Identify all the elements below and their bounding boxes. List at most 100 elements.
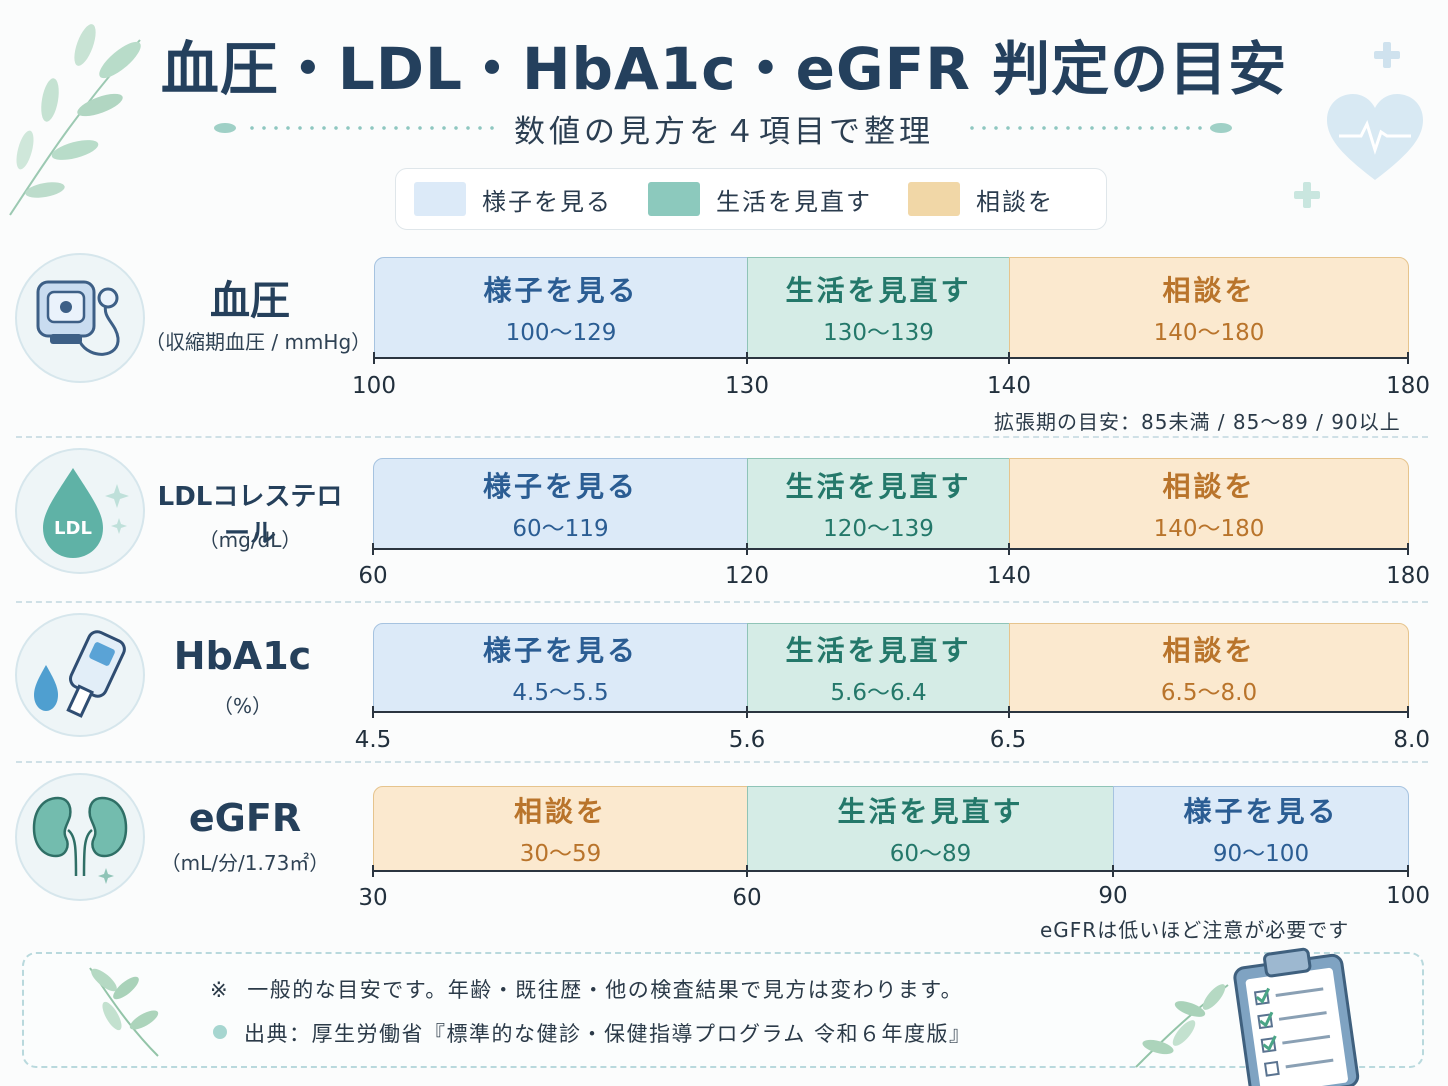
- segment-range: 6.5～8.0: [1160, 680, 1258, 706]
- tick-label: 90: [1098, 883, 1128, 909]
- tick-label: 140: [987, 563, 1031, 589]
- segment-range: 4.5～5.5: [512, 680, 609, 706]
- segment-label: 生活を見直す: [837, 795, 1024, 828]
- segment-range: 100～129: [505, 320, 617, 346]
- segment-range: 120～139: [823, 516, 934, 542]
- segment-consult: 相談を 140～180: [1009, 458, 1409, 550]
- axis-line: [373, 548, 1409, 550]
- row-name-ldl: LDLコレステロール: [157, 482, 343, 549]
- row-divider: [16, 761, 1428, 763]
- legend-swatch: [908, 182, 960, 216]
- row-divider: [16, 601, 1428, 603]
- row-unit-egfr: （mL/分/1.73㎡）: [160, 851, 330, 875]
- plus-icon: [1294, 182, 1320, 208]
- segment-label: 相談を: [1162, 470, 1256, 503]
- tick-label: 60: [358, 563, 388, 589]
- row-unit-ldl: （mg/dL）: [198, 528, 302, 552]
- subtitle-dots-left: [246, 126, 496, 130]
- axis-tick: [1112, 865, 1114, 877]
- segment-watch: 様子を見る 4.5～5.5: [373, 623, 748, 713]
- tick-label: 8.0: [1393, 727, 1430, 753]
- segment-range: 5.6～6.4: [830, 680, 927, 706]
- legend-label: 生活を見直す: [716, 187, 872, 216]
- footer-source: 出典：厚生労働省『標準的な健診・保健指導プログラム 令和６年度版』: [244, 1022, 972, 1046]
- tick-label: 100: [1386, 883, 1430, 909]
- tick-label: 180: [1386, 563, 1430, 589]
- legend-label: 様子を見る: [482, 187, 612, 216]
- bullet-dot: [213, 1025, 227, 1039]
- legend-swatch: [648, 182, 700, 216]
- segment-label: 様子を見る: [482, 634, 638, 667]
- segment-review: 生活を見直す 5.6～6.4: [747, 623, 1010, 713]
- segment-label: 相談を: [1162, 274, 1256, 307]
- segment-range: 140～180: [1153, 516, 1265, 542]
- diastolic-note: 拡張期の目安：85未満 / 85～89 / 90以上: [994, 410, 1401, 434]
- axis-tick: [1008, 352, 1010, 364]
- axis-tick: [372, 706, 374, 718]
- segment-review: 生活を見直す 60～89: [747, 786, 1114, 872]
- segment-watch: 様子を見る 90～100: [1113, 786, 1409, 872]
- note-text: 一般的な目安です。年齢・既往歴・他の検査結果で見方は変わります。: [247, 978, 964, 1002]
- tick-label: 140: [987, 373, 1031, 399]
- egfr-note: eGFRは低いほど注意が必要です: [1040, 918, 1350, 942]
- tick-label: 5.6: [728, 727, 766, 753]
- legend: 様子を見る 生活を見直す 相談を: [395, 168, 1107, 230]
- tick-label: 130: [725, 373, 769, 399]
- segment-label: 様子を見る: [482, 470, 638, 503]
- segment-label: 様子を見る: [483, 274, 639, 307]
- plus-icon: [1374, 42, 1400, 68]
- segment-label: 生活を見直す: [785, 634, 972, 667]
- row-name-blood-pressure: 血圧: [210, 278, 290, 324]
- clipboard-checklist-icon: [1233, 947, 1360, 1086]
- tick-label: 120: [725, 563, 769, 589]
- heart-pulse-icon: [1327, 94, 1423, 180]
- leaf-icon: [1210, 123, 1232, 133]
- axis-tick: [372, 865, 374, 877]
- axis-tick: [746, 706, 748, 718]
- segment-range: 60～119: [512, 516, 609, 542]
- axis-tick: [1407, 706, 1409, 718]
- note-mark: ※: [210, 978, 230, 1002]
- segment-review: 生活を見直す 130～139: [747, 257, 1010, 359]
- axis-tick: [1008, 706, 1010, 718]
- legend-label: 相談を: [976, 187, 1054, 216]
- axis-tick: [746, 543, 748, 555]
- tick-label: 30: [358, 885, 388, 911]
- row-unit-hba1c: （%）: [212, 694, 272, 718]
- segment-range: 60～89: [889, 841, 972, 867]
- axis-tick: [1407, 543, 1409, 555]
- segment-label: 生活を見直す: [785, 274, 972, 307]
- axis-tick: [1008, 543, 1010, 555]
- tick-label: 6.5: [989, 727, 1027, 753]
- segment-label: 相談を: [1162, 634, 1256, 667]
- axis-tick: [746, 352, 748, 364]
- legend-item-watch: 様子を見る: [414, 182, 612, 217]
- segment-range: 90～100: [1212, 841, 1310, 867]
- segment-watch: 様子を見る 60～119: [373, 458, 748, 550]
- tick-label: 180: [1386, 373, 1430, 399]
- kidney-icon: [32, 796, 128, 884]
- subtitle-dots-right: [966, 126, 1216, 130]
- axis-tick: [1407, 352, 1409, 364]
- segment-label: 様子を見る: [1183, 795, 1339, 828]
- page-subtitle: 数値の見方を４項目で整理: [514, 114, 934, 150]
- axis-line: [373, 870, 1409, 872]
- segment-range: 130～139: [823, 320, 934, 346]
- segment-label: 相談を: [513, 795, 607, 828]
- segment-label: 生活を見直す: [785, 470, 972, 503]
- segment-range: 140～180: [1153, 320, 1265, 346]
- legend-swatch: [414, 182, 466, 216]
- leaf-icon: [1135, 984, 1229, 1068]
- segment-consult: 相談を 140～180: [1009, 257, 1409, 359]
- axis-line: [374, 357, 1409, 359]
- row-name-egfr: eGFR: [188, 796, 302, 840]
- glucose-meter-icon: [34, 630, 126, 718]
- row-unit-blood-pressure: （収縮期血圧 / mmHg）: [145, 330, 372, 354]
- page-title: 血圧・LDL・HbA1c・eGFR 判定の目安: [160, 35, 1288, 103]
- row-divider: [16, 436, 1428, 438]
- segment-range: 30～59: [519, 841, 602, 867]
- axis-tick: [746, 865, 748, 877]
- tick-label: 4.5: [354, 727, 392, 753]
- axis-tick: [373, 352, 375, 364]
- tick-label: 100: [352, 373, 396, 399]
